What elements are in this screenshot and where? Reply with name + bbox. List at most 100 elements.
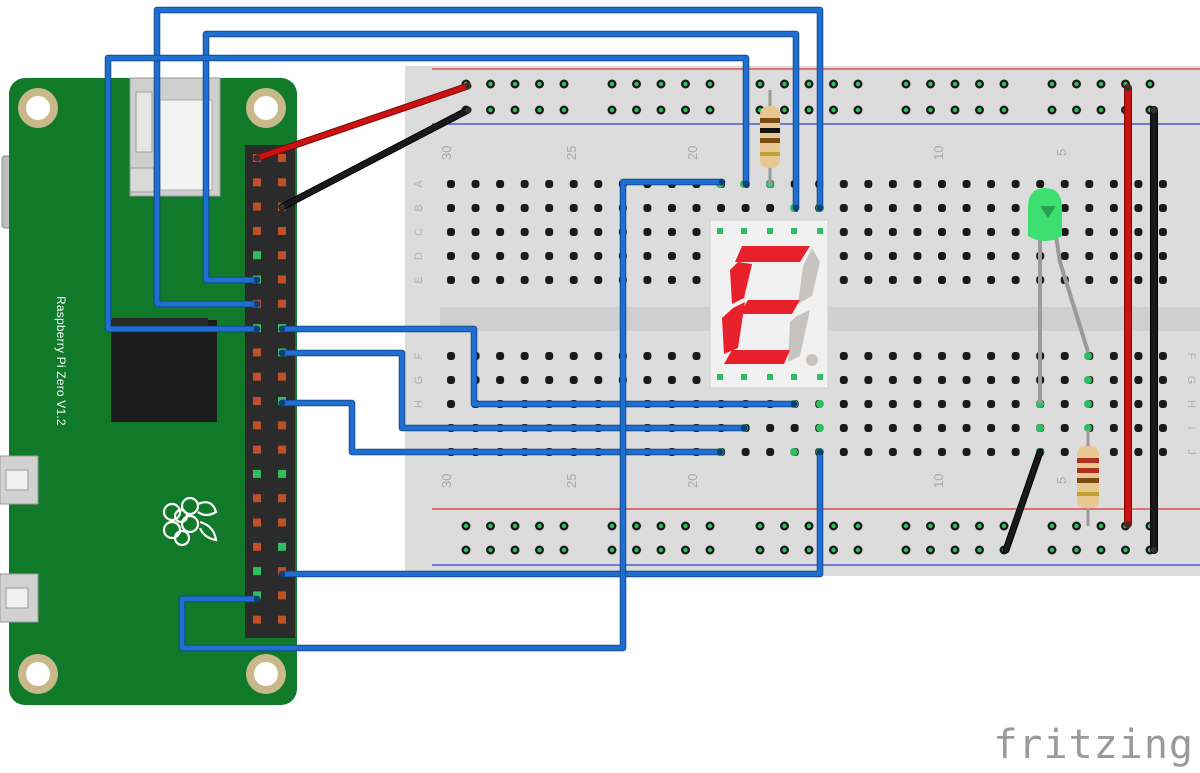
breadboard-hole — [471, 204, 480, 212]
rail-hole-contact — [1098, 523, 1104, 529]
breadboard-hole — [594, 252, 603, 260]
connected-hole — [1084, 424, 1092, 432]
breadboard-hole — [938, 352, 946, 360]
breadboard-hole — [717, 204, 726, 212]
rail-hole-contact — [683, 547, 688, 553]
breadboard-hole — [1085, 204, 1094, 212]
breadboard-hole — [938, 376, 946, 384]
display-pin — [817, 374, 823, 380]
breadboard-hole — [741, 204, 750, 212]
rail-hole-contact — [757, 547, 763, 553]
breadboard-hole — [839, 352, 848, 360]
segment-a — [735, 246, 810, 262]
rail-hole-contact — [634, 107, 639, 113]
row-letter-left: C — [413, 228, 425, 236]
breadboard-hole — [1011, 424, 1020, 432]
breadboard-hole — [594, 180, 603, 188]
breadboard-hole — [888, 180, 897, 188]
breadboard-hole — [594, 352, 603, 360]
wire-end — [279, 204, 285, 210]
wire-end — [465, 83, 471, 89]
rail-hole-contact — [928, 547, 933, 553]
gpio-pin — [253, 178, 261, 187]
breadboard-hole — [545, 376, 554, 384]
rail-hole-contact — [855, 523, 861, 529]
breadboard-hole — [471, 276, 480, 284]
breadboard-hole — [962, 448, 971, 456]
breadboard-hole — [864, 448, 873, 456]
rail-hole-contact — [977, 107, 982, 113]
rail-hole-contact — [782, 547, 787, 553]
breadboard-hole — [1085, 180, 1094, 188]
connected-hole — [1084, 352, 1092, 360]
breadboard-hole — [913, 204, 922, 212]
blue-wire-7 — [279, 449, 823, 577]
rail-hole-contact — [1147, 81, 1153, 87]
breadboard-hole — [1060, 180, 1069, 188]
breadboard-hole — [987, 252, 996, 260]
green-led — [1028, 188, 1090, 404]
breadboard-hole — [1011, 204, 1020, 212]
breadboard-hole — [520, 228, 529, 236]
rail-hole-contact — [928, 107, 933, 113]
display-pin — [767, 374, 773, 380]
breadboard-hole — [913, 400, 922, 408]
raspberry-logo-icon — [162, 496, 218, 547]
breadboard-hole — [1036, 180, 1045, 188]
rail-hole-contact — [1123, 547, 1128, 553]
rail-hole-contact — [806, 547, 812, 553]
gpio-pin — [253, 494, 261, 503]
breadboard-hole — [643, 276, 652, 284]
gpio-pin — [278, 518, 286, 527]
blue-wire-2 — [154, 7, 823, 307]
rail-hole-contact — [903, 81, 909, 87]
breadboard-hole — [1011, 180, 1020, 188]
gpio-pin — [253, 226, 261, 235]
rail-hole-contact — [463, 523, 469, 529]
display-pin — [741, 374, 747, 380]
gpio-pin — [253, 202, 261, 211]
breadboard-hole — [447, 352, 455, 360]
breadboard-hole — [1109, 204, 1118, 212]
rail-hole-contact — [658, 81, 664, 87]
breadboard-hole — [962, 276, 971, 284]
breadboard-hole — [569, 276, 578, 284]
breadboard-hole — [987, 180, 996, 188]
rail-hole-contact — [782, 523, 787, 529]
rail-hole-contact — [952, 547, 958, 553]
gpio-pin — [278, 469, 286, 478]
rail-hole-contact — [707, 107, 713, 113]
breadboard-hole — [1109, 400, 1118, 408]
breadboard-hole — [667, 376, 676, 384]
gpio-pin — [253, 469, 261, 478]
row-letter-left: B — [413, 204, 425, 211]
breadboard-hole — [447, 228, 455, 236]
rail-hole-contact — [952, 81, 958, 87]
connected-hole — [1084, 376, 1092, 384]
breadboard-hole — [938, 252, 946, 260]
breadboard-hole — [741, 448, 750, 456]
breadboard-hole — [569, 352, 578, 360]
breadboard-hole — [692, 352, 701, 360]
resistor-led — [1077, 430, 1099, 526]
breadboard-hole — [1158, 228, 1167, 236]
breadboard-hole — [962, 424, 971, 432]
gpio-pin — [253, 372, 261, 381]
wire-end — [716, 448, 724, 456]
breadboard-hole — [1060, 424, 1069, 432]
breadboard-hole — [1109, 448, 1118, 456]
breadboard-hole — [839, 400, 848, 408]
rail-hole-contact — [561, 107, 567, 113]
breadboard-hole — [471, 228, 480, 236]
gpio-pin — [278, 494, 286, 503]
breadboard-hole — [962, 228, 971, 236]
rail-hole-contact — [609, 547, 615, 553]
breadboard-hole — [864, 424, 873, 432]
wire-end — [816, 448, 824, 456]
breadboard-hole — [1109, 180, 1118, 188]
rail-hole-contact — [683, 107, 688, 113]
breadboard-hole — [643, 252, 652, 260]
col-label-20-bottom: 20 — [685, 474, 700, 488]
breadboard-hole — [1158, 400, 1167, 408]
gpio-pin — [278, 299, 286, 308]
